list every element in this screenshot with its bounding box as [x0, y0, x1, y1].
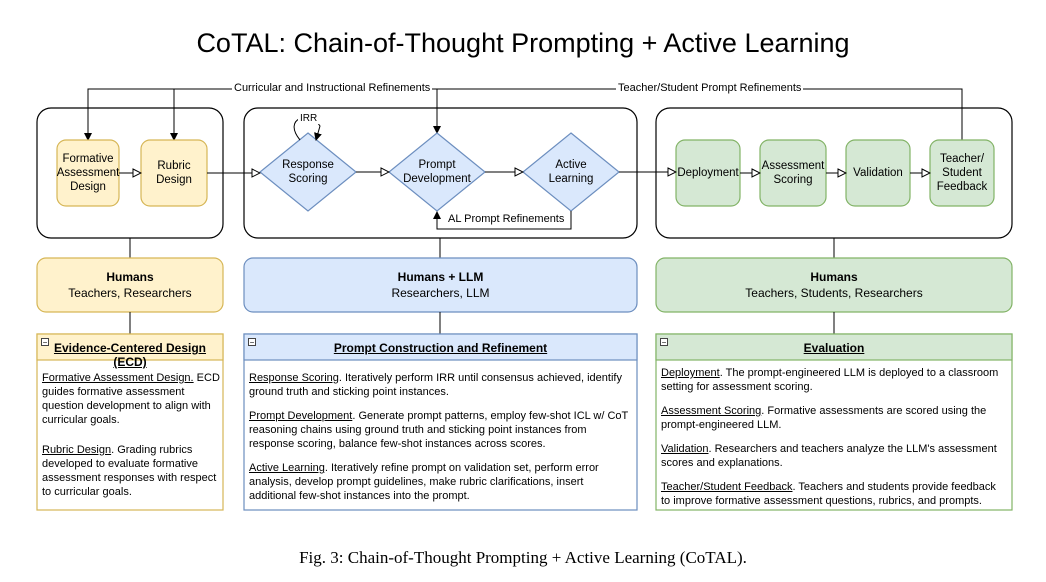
label-response-scoring: Response Scoring [282, 159, 334, 185]
role-left-title: Humans [106, 270, 154, 284]
collapse-icon[interactable]: − [660, 338, 668, 347]
panel-eval-item: Assessment Scoring. Formative assessment… [661, 405, 987, 431]
panel-eval-item: Validation. Researchers and teachers ana… [661, 443, 997, 469]
figure-caption: Fig. 3: Chain-of-Thought Prompting + Act… [299, 548, 747, 567]
node-response-scoring [259, 132, 357, 212]
al-refinement-loop [433, 211, 572, 230]
role-right-sub: Teachers, Students, Researchers [745, 286, 923, 300]
label-prompt-development: Prompt Development [403, 159, 471, 185]
role-left-sub: Teachers, Researchers [68, 286, 192, 300]
panel-ecd-header-bg [36, 333, 224, 361]
panel-eval-body: Deployment. The prompt-engineered LLM is… [661, 366, 1007, 518]
panel-prompt-item: Response Scoring. Iteratively perform IR… [249, 372, 622, 398]
edge-label-al-refinements: AL Prompt Refinements [446, 213, 567, 225]
panel-ecd-heading: Evidence-Centered Design (ECD) [53, 341, 207, 369]
panel-eval-item: Deployment. The prompt-engineered LLM is… [661, 367, 999, 393]
edge-label-curricular: Curricular and Instructional Refinements [232, 82, 433, 94]
diagram-title: CoTAL: Chain-of-Thought Prompting + Acti… [196, 28, 850, 58]
label-validation: Validation [853, 167, 903, 179]
panel-ecd-frame [36, 333, 224, 511]
role-mid: Humans + LLM Researchers, LLM [244, 258, 637, 312]
label-teacher-student-feedback: Teacher/ Student Feedback [936, 153, 988, 193]
label-formative-assessment-design: Formative Assessment Design [56, 153, 120, 193]
panel-ecd-item: Rubric Design. Grading rubrics developed… [42, 444, 217, 498]
panel-ecd-item: Formative Assessment Design. ECD guides … [42, 372, 220, 426]
role-right-title: Humans [810, 270, 858, 284]
label-deployment: Deployment [677, 167, 739, 179]
panel-prompt-heading: Prompt Construction and Refinement [333, 341, 548, 355]
panel-eval-heading: Evaluation [803, 341, 865, 355]
role-right: Humans Teachers, Students, Researchers [656, 258, 1012, 312]
label-assessment-scoring: Assessment Scoring [761, 160, 825, 186]
collapse-icon[interactable]: − [41, 338, 49, 347]
role-mid-sub: Researchers, LLM [391, 286, 490, 300]
role-left: Humans Teachers, Researchers [37, 258, 223, 312]
label-rubric-design: Rubric Design [156, 160, 192, 186]
panel-prompt-body: Response Scoring. Iteratively perform IR… [249, 371, 633, 513]
panel-prompt-header-bg [243, 333, 638, 361]
edge-label-irr: IRR [298, 113, 320, 124]
panel-prompt-frame [243, 333, 638, 511]
collapse-icon[interactable]: − [248, 338, 256, 347]
label-active-learning: Active Learning [548, 159, 594, 185]
panel-eval-item: Teacher/Student Feedback. Teachers and s… [661, 481, 996, 507]
panel-eval-header-bg [655, 333, 1013, 361]
panel-eval-frame [655, 333, 1013, 511]
edge-label-teacher-student: Teacher/Student Prompt Refinements [616, 82, 804, 94]
role-mid-title: Humans + LLM [397, 270, 484, 284]
panel-prompt-item: Active Learning. Iteratively refine prom… [249, 462, 599, 502]
panel-prompt-item: Prompt Development. Generate prompt patt… [249, 410, 629, 450]
panel-ecd-body: Formative Assessment Design. ECD guides … [42, 371, 220, 509]
